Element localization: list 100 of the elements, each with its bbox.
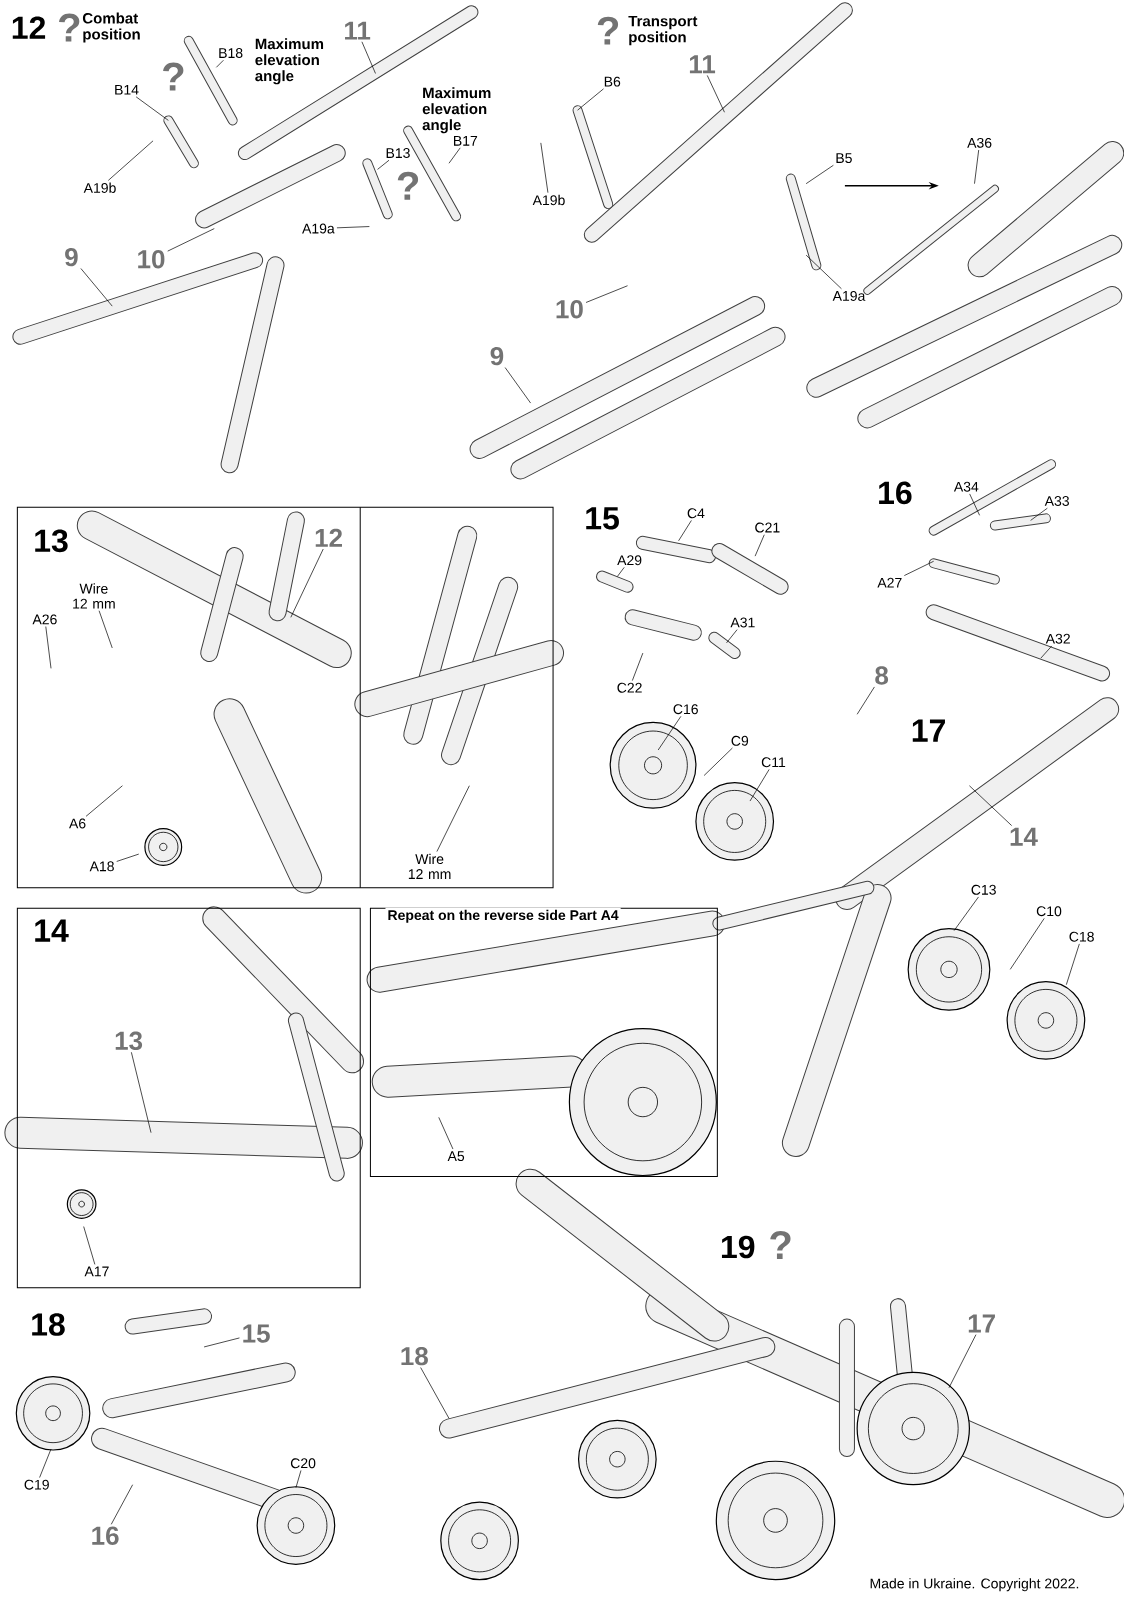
- step-number: 18: [31, 1313, 65, 1336]
- position-note: Maximum elevation angle: [422, 87, 491, 134]
- leader-line: [83, 1226, 95, 1265]
- leader-line: [45, 626, 52, 669]
- assembly-number: 16: [92, 1526, 119, 1545]
- leader-line: [438, 1117, 454, 1150]
- assembly-number: 12: [315, 528, 342, 547]
- leader-line: [706, 75, 725, 113]
- assembly-number: 11: [344, 21, 370, 40]
- part-number: C4: [687, 508, 705, 519]
- step-number: 15: [586, 507, 619, 530]
- leader-line: [39, 1448, 52, 1478]
- part-number: A6: [68, 818, 86, 829]
- part-number: A29: [616, 555, 642, 566]
- leader-line: [436, 785, 470, 852]
- part-number: A5: [447, 1151, 464, 1161]
- part-number: C20: [290, 1458, 316, 1469]
- part-number: C16: [673, 704, 698, 715]
- leader-line: [376, 159, 390, 170]
- leader-line: [616, 567, 625, 577]
- part-number: A19a: [301, 223, 335, 234]
- part-number: C18: [1069, 931, 1094, 942]
- part-number: A18: [89, 861, 114, 872]
- part-number: A19a: [832, 290, 866, 301]
- leader-line: [110, 1484, 133, 1525]
- leader-line: [805, 254, 842, 290]
- question-mark: ?: [58, 13, 80, 42]
- assembly-number: 8: [875, 666, 888, 685]
- part-number: A19b: [532, 194, 565, 206]
- part-number: B6: [604, 76, 620, 87]
- leader-line: [203, 1337, 240, 1348]
- step-number: 19: [721, 1235, 755, 1259]
- leader-line: [130, 1051, 152, 1133]
- position-note: Transport position: [628, 15, 698, 46]
- leader-line: [215, 59, 224, 68]
- leader-line: [420, 1367, 450, 1419]
- part-number: A27: [877, 577, 902, 588]
- assembly-number: 11: [689, 55, 715, 74]
- question-mark: ?: [770, 1230, 791, 1259]
- part-number: C11: [761, 757, 785, 768]
- part-number: B13: [386, 148, 410, 159]
- question-mark: ?: [397, 171, 418, 200]
- leader-line: [167, 228, 215, 252]
- leader-line: [903, 560, 934, 576]
- part-number: C13: [971, 884, 996, 895]
- leader-line: [948, 1334, 977, 1389]
- step-number: 17: [912, 719, 945, 742]
- step-number: 12: [12, 16, 45, 39]
- question-mark: ?: [162, 62, 184, 91]
- leader-line: [678, 520, 692, 542]
- leader-line: [1040, 645, 1052, 659]
- assembly-number: 9: [64, 247, 78, 267]
- part-number: B5: [836, 153, 852, 164]
- leader-line: [107, 140, 154, 181]
- part-number: A19b: [83, 182, 116, 193]
- part-number: B17: [453, 136, 477, 146]
- part-number: B14: [115, 85, 139, 95]
- leader-line: [968, 785, 1012, 826]
- part-number: B18: [219, 48, 243, 59]
- assembly-number: 9: [490, 346, 503, 366]
- part-number: C9: [731, 735, 748, 746]
- copyright-note: Made in Ukraine. Copyright 2022.: [870, 1578, 1078, 1592]
- leader-line: [973, 149, 979, 185]
- leader-line: [805, 164, 834, 185]
- part-number: C10: [1036, 906, 1062, 917]
- step-number: 13: [35, 529, 68, 553]
- part-number: C21: [755, 522, 780, 533]
- leader-line: [856, 686, 875, 715]
- leader-line: [448, 147, 461, 164]
- leader-line: [953, 896, 979, 931]
- leader-line: [657, 716, 681, 751]
- wire-note: Wire 12 mm: [72, 583, 115, 609]
- leader-line: [80, 268, 113, 307]
- assembly-number: 13: [115, 1031, 142, 1051]
- leader-line: [295, 1470, 302, 1489]
- leader-line: [336, 226, 370, 229]
- part-number: C22: [617, 682, 642, 693]
- leader-line: [98, 610, 113, 649]
- leader-line: [749, 769, 770, 802]
- assembly-number: 10: [137, 250, 165, 269]
- leader-line: [116, 853, 139, 862]
- leader-line: [135, 96, 169, 121]
- leader-line: [725, 629, 738, 644]
- part-number: C19: [24, 1479, 49, 1490]
- part-number: A33: [1044, 496, 1069, 506]
- leader-line: [361, 41, 376, 74]
- leader-line: [576, 88, 604, 111]
- position-note: Combat position: [82, 12, 140, 43]
- leader-line: [504, 367, 531, 404]
- part-number: A32: [1045, 633, 1070, 644]
- question-mark: ?: [597, 16, 618, 45]
- leader-line: [703, 747, 733, 776]
- leader-line: [969, 493, 980, 516]
- leader-line: [540, 142, 549, 193]
- leader-line: [1009, 918, 1045, 970]
- assembly-number: 15: [243, 1324, 270, 1343]
- position-note: Maximum elevation angle: [255, 38, 323, 85]
- assembly-number: 10: [556, 300, 583, 319]
- part-number: A17: [84, 1266, 109, 1277]
- part-number: A34: [953, 481, 979, 492]
